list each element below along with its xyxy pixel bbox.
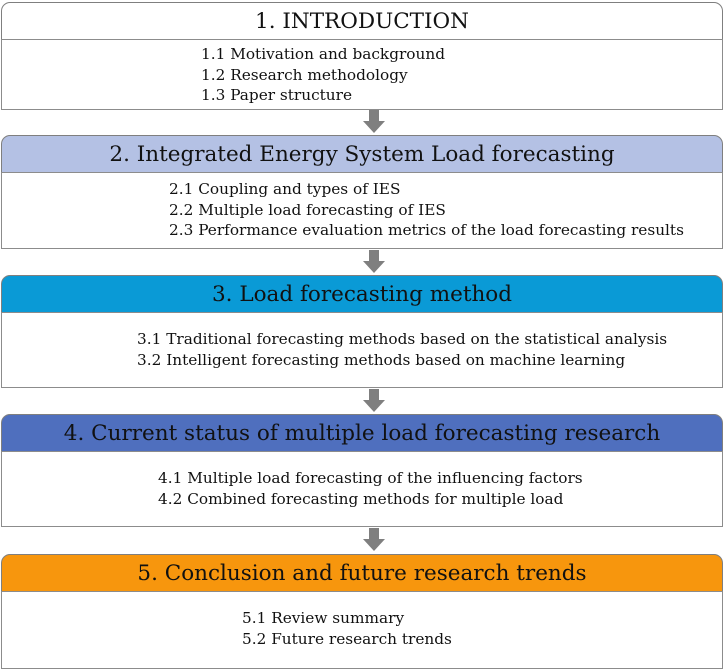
section-1-title: 1. INTRODUCTION xyxy=(255,8,469,34)
section-3-item: 3.1 Traditional forecasting methods base… xyxy=(137,330,668,348)
section-4-header: 4. Current status of multiple load forec… xyxy=(1,414,723,452)
section-4-title: 4. Current status of multiple load forec… xyxy=(63,420,661,446)
section-2-item: 2.3 Performance evaluation metrics of th… xyxy=(169,221,684,240)
section-1-item: 1.3 Paper structure xyxy=(201,86,353,105)
section-5-item: 5.2 Future research trends xyxy=(242,629,452,648)
down-arrow-icon xyxy=(363,250,385,273)
section-5-title: 5. Conclusion and future research trends xyxy=(137,560,587,586)
section-4-item: 4.2 Combined forecasting methods for mul… xyxy=(158,489,564,508)
section-1-item: 1.1 Motivation and background xyxy=(201,45,446,63)
down-arrow-icon xyxy=(363,528,385,551)
section-2-body: 2.1 Coupling and types of IES 2.2 Multip… xyxy=(1,172,723,249)
section-4-item: 4.1 Multiple load forecasting of the inf… xyxy=(158,469,583,487)
section-3-body: 3.1 Traditional forecasting methods base… xyxy=(1,312,723,388)
section-2-title: 2. Integrated Energy System Load forecas… xyxy=(109,141,615,167)
section-3-title: 3. Load forecasting method xyxy=(211,281,513,307)
section-1-item: 1.2 Research methodology xyxy=(201,65,408,84)
section-2-item: 2.1 Coupling and types of IES xyxy=(169,180,401,198)
section-2-header: 2. Integrated Energy System Load forecas… xyxy=(1,135,723,173)
section-1-header: 1. INTRODUCTION xyxy=(1,2,723,40)
section-3-item: 3.2 Intelligent forecasting methods base… xyxy=(137,350,626,369)
section-5-header: 5. Conclusion and future research trends xyxy=(1,554,723,592)
section-5-body: 5.1 Review summary 5.2 Future research t… xyxy=(1,591,723,669)
section-1-body: 1.1 Motivation and background 1.2 Resear… xyxy=(1,39,723,110)
section-3-header: 3. Load forecasting method xyxy=(1,275,723,313)
section-2-item: 2.2 Multiple load forecasting of IES xyxy=(169,200,446,219)
down-arrow-icon xyxy=(363,389,385,412)
section-5-item: 5.1 Review summary xyxy=(242,609,405,627)
down-arrow-icon xyxy=(363,110,385,133)
section-4-body: 4.1 Multiple load forecasting of the inf… xyxy=(1,451,723,527)
